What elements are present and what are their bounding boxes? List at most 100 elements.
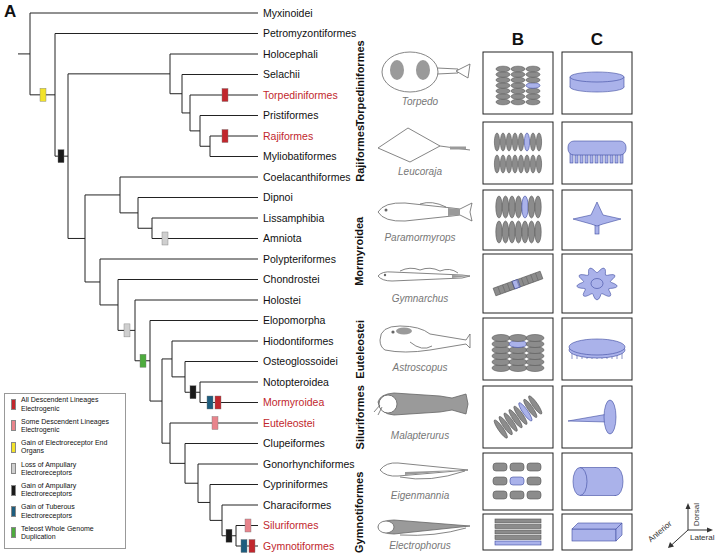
electrocyte-icons xyxy=(502,221,508,243)
electrocyte-icons xyxy=(496,196,502,218)
electrocyte-icons xyxy=(526,77,540,83)
trait-bar xyxy=(226,529,232,542)
legend-swatch xyxy=(11,506,16,517)
electrocyte-icons xyxy=(515,221,521,243)
electrocyte-icons xyxy=(572,523,622,529)
taxon-label: Holostei xyxy=(263,294,301,306)
trait-bar xyxy=(162,232,168,245)
legend-text: All Descendent Lineages Electrogenic xyxy=(21,396,123,412)
taxon-label: Torpediniformes xyxy=(263,89,338,101)
electrocyte-icons xyxy=(483,453,553,510)
orientation-axes xyxy=(688,530,709,531)
taxon-label: Polypteriformes xyxy=(263,253,336,265)
taxon-label: Selachii xyxy=(263,68,300,80)
trait-bar xyxy=(40,88,46,101)
trait-bar xyxy=(140,354,146,367)
taxon-label: Myliobatiformes xyxy=(263,150,337,162)
fish-drawings xyxy=(440,146,470,150)
electrocyte-icons xyxy=(530,133,535,151)
electrocyte-icons xyxy=(580,467,616,468)
taxon-label: Gonorhynchiformes xyxy=(263,458,355,470)
species-name: Electrophorus xyxy=(389,540,451,552)
taxon-label: Chondrostei xyxy=(263,273,320,285)
electrocyte-icons xyxy=(509,196,515,218)
electrocyte-icons xyxy=(518,133,523,151)
taxon-label: Gymnotiformes xyxy=(263,540,334,552)
orientation-axes xyxy=(688,507,689,530)
orientation-axes xyxy=(707,528,713,533)
legend-text: Gain of Tuberous Electroreceptors xyxy=(21,503,123,519)
legend-swatch xyxy=(11,399,16,410)
taxon-label: Clupeiformes xyxy=(263,437,325,449)
electrocyte-icons xyxy=(495,541,541,545)
trait-bar xyxy=(249,540,255,553)
axis-label: Lateral xyxy=(690,533,714,542)
trait-bar xyxy=(215,396,221,409)
electrocyte-icons xyxy=(495,525,541,529)
taxon-label: Petromyzontiformes xyxy=(263,27,356,39)
electrocyte-icons xyxy=(511,94,525,100)
electrocyte-icons xyxy=(568,141,626,155)
electrocyte-icons xyxy=(502,196,508,218)
electrocyte-icons xyxy=(512,279,520,289)
electrocyte-icons xyxy=(526,335,544,342)
electrocyte-icons xyxy=(616,523,622,541)
electrocyte-icons xyxy=(496,94,510,100)
group-label: Mormyroidea xyxy=(354,216,367,285)
electrocyte-icons xyxy=(511,99,525,105)
electrocyte-icons xyxy=(536,133,541,151)
electrocyte-icons xyxy=(521,278,524,286)
electrocyte-icons xyxy=(526,88,540,94)
fish-drawings xyxy=(378,521,394,533)
taxon-label: Myxinoidei xyxy=(263,7,313,19)
electrocyte-icons xyxy=(562,254,632,313)
electrocyte-icons xyxy=(483,52,632,550)
taxon-label: Elopomorpha xyxy=(263,314,325,326)
electrocyte-icons xyxy=(507,283,510,291)
species-name: Leucoraja xyxy=(398,166,442,178)
taxon-label: Siluriformes xyxy=(263,519,318,531)
legend-swatch xyxy=(11,485,16,496)
electrocyte-icons xyxy=(562,318,632,380)
trait-bar xyxy=(241,540,247,553)
electrocyte-icons xyxy=(511,66,525,72)
electrocyte-icons xyxy=(510,491,524,499)
panel-letter: A xyxy=(4,2,16,22)
electrocyte-icons xyxy=(524,155,529,173)
fish-drawings xyxy=(379,395,397,413)
fish-drawings xyxy=(378,393,468,415)
taxon-label: Dipnoi xyxy=(263,191,293,203)
electrocyte-icons xyxy=(492,335,510,342)
panel-letter: C xyxy=(591,30,603,50)
electrocyte-icons xyxy=(562,52,632,114)
electrocyte-icons xyxy=(493,491,507,499)
electrocyte-icons xyxy=(496,66,510,72)
electrocyte-icons xyxy=(493,271,543,296)
electrocyte-icons xyxy=(503,285,506,293)
electrocyte-icons xyxy=(510,463,524,471)
fish-drawings xyxy=(390,60,404,80)
electrocyte-icons xyxy=(530,155,535,173)
trait-bar xyxy=(124,324,130,337)
electrocyte-icons xyxy=(580,495,616,496)
electrocyte-icons xyxy=(498,287,501,295)
electrocyte-icons xyxy=(536,155,541,173)
electrocyte-icons xyxy=(531,275,534,283)
electrocyte-icons xyxy=(500,133,505,151)
electrocyte-icons xyxy=(483,190,553,250)
taxon-label: Coelacanthiformes xyxy=(263,171,351,183)
electrocyte-icons xyxy=(527,477,541,485)
fish-drawings xyxy=(420,203,446,207)
fish-drawings xyxy=(374,405,382,415)
electrocyte-icons xyxy=(492,395,543,440)
electrocyte-icons xyxy=(483,514,553,550)
electrocyte-icons xyxy=(496,72,510,78)
electrocyte-icons xyxy=(483,386,553,448)
electrocyte-icons xyxy=(509,221,515,243)
fish-drawings xyxy=(456,64,470,78)
electrocyte-icons xyxy=(568,414,608,422)
taxon-label: Cypriniformes xyxy=(263,478,328,490)
taxon-label: Rajiformes xyxy=(263,130,313,142)
axis-label: Dorsal xyxy=(692,503,701,526)
